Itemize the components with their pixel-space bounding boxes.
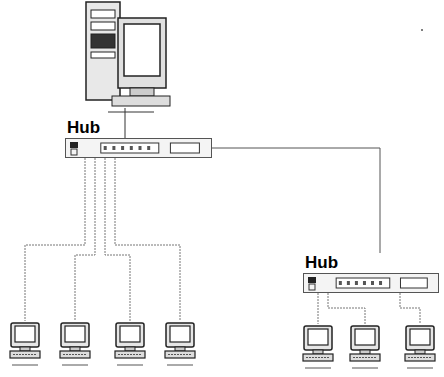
hub-box: [303, 273, 439, 293]
hub-link: [212, 148, 380, 253]
hub-ports: [304, 274, 438, 292]
hub-label: Hub: [303, 253, 340, 273]
hub-box: [65, 138, 212, 158]
hub-device: Hub: [303, 253, 439, 293]
server-computer: [86, 2, 170, 113]
hub-device: Hub: [65, 118, 212, 158]
hub-label: Hub: [65, 118, 102, 138]
hub-ports: [66, 139, 211, 157]
workstations: [10, 29, 435, 369]
